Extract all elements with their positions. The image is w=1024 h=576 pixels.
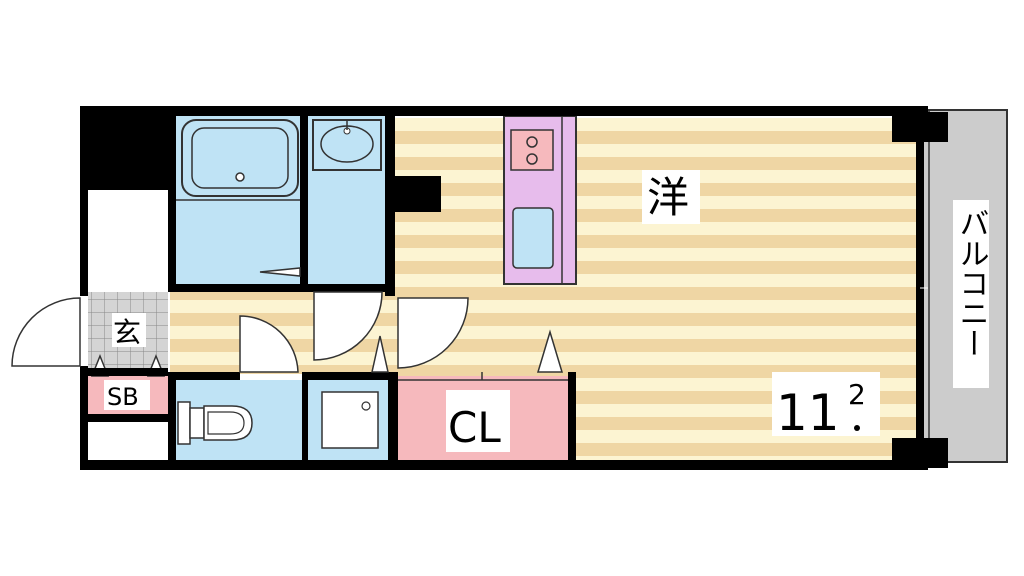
closet-label: CL	[448, 403, 501, 452]
toilet-bowl	[203, 405, 253, 441]
washroom-door	[313, 291, 383, 361]
entry-door	[11, 297, 81, 367]
western-room-label: 洋	[647, 173, 689, 222]
walls	[80, 106, 948, 470]
toilet-room	[176, 380, 302, 460]
closet: CL	[398, 372, 568, 460]
room-door	[397, 297, 469, 369]
small-storage	[88, 422, 168, 460]
room-label-western: 洋	[642, 170, 700, 224]
entrance-label: 玄	[113, 316, 141, 349]
toilet-tank	[177, 401, 191, 445]
toilet-door	[239, 315, 299, 373]
room-size-unit: 2	[848, 378, 866, 411]
room-size-main: 11	[776, 384, 840, 442]
room-size: 11 2	[772, 372, 880, 442]
shoe-box: SB	[88, 353, 168, 414]
drain-icon	[235, 172, 245, 182]
balcony-label: バルコニー	[954, 208, 989, 358]
entrance: 玄	[88, 292, 168, 368]
bathroom	[173, 114, 303, 286]
washroom	[303, 114, 389, 286]
balcony: バルコニー	[922, 109, 1008, 463]
shoe-box-label: SB	[107, 383, 139, 411]
sink-icon	[512, 207, 554, 269]
doors	[11, 267, 564, 373]
decimal-dot	[854, 425, 860, 431]
washing-machine-space	[308, 380, 388, 460]
storage-closet	[88, 190, 168, 284]
kitchen	[503, 115, 577, 285]
